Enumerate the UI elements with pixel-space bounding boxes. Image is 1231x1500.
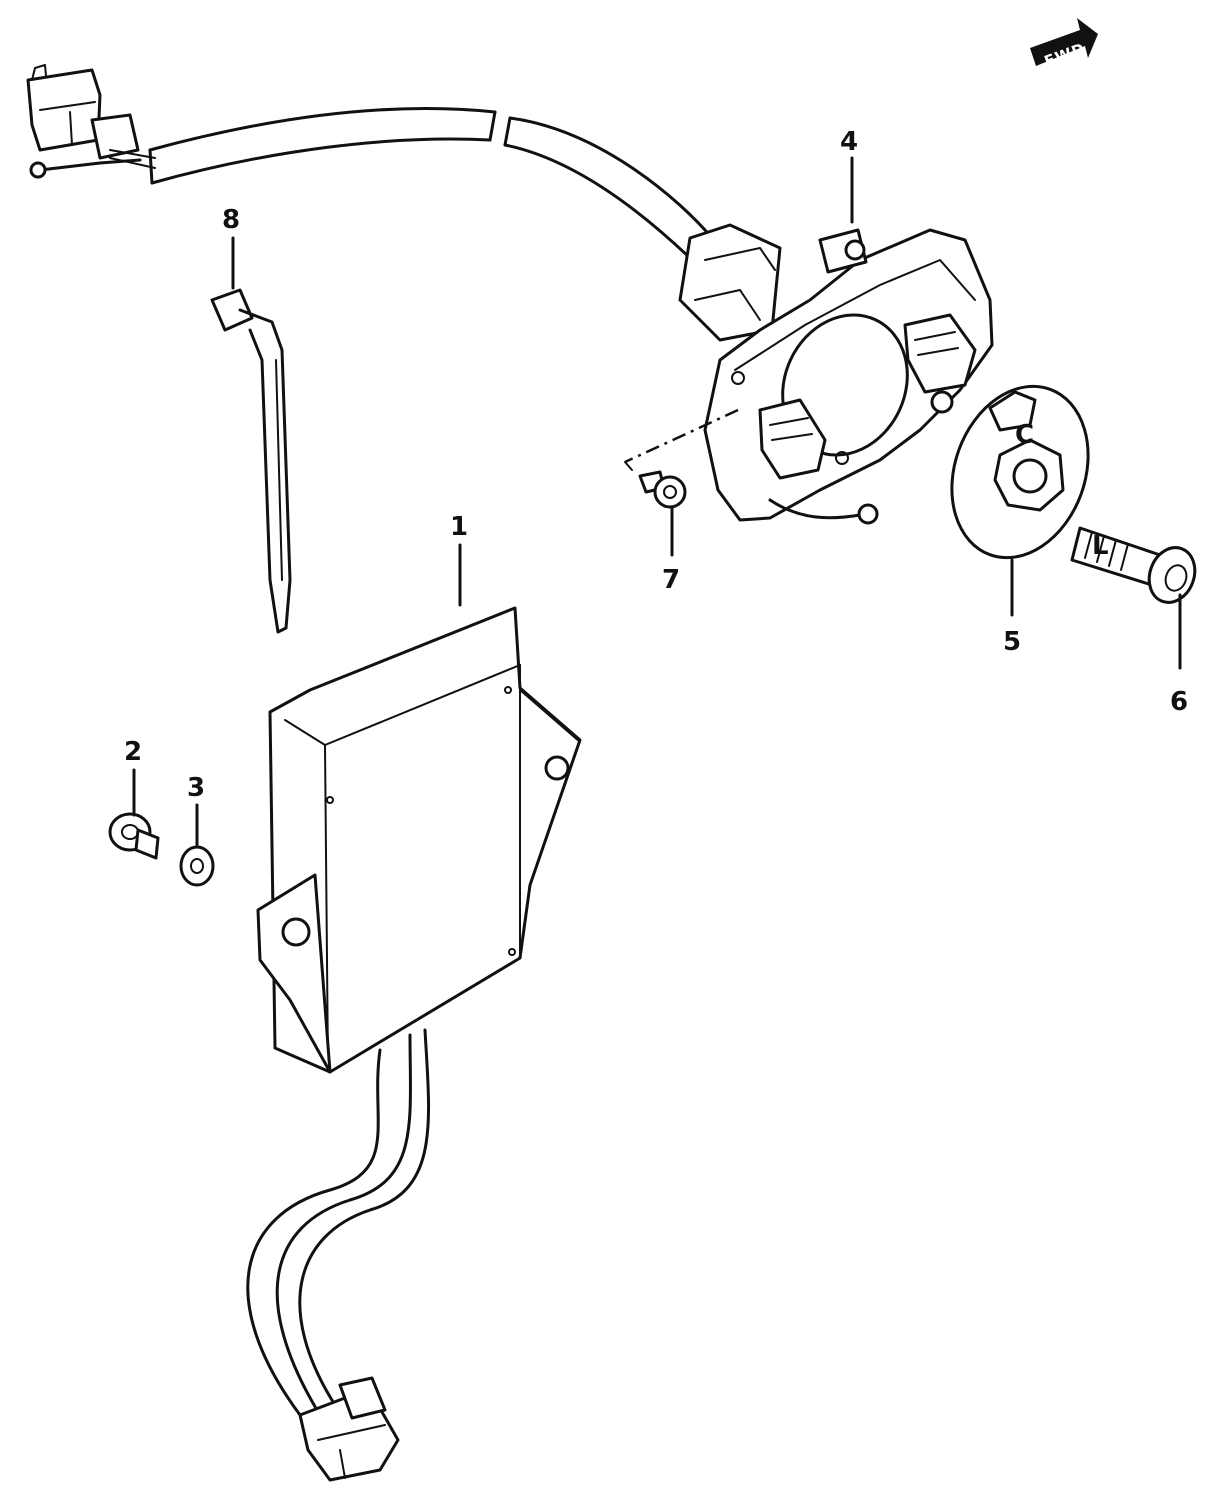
upper-wire-harness [26, 64, 782, 342]
callout-1: 1 [450, 512, 468, 542]
bolt-part-2 [108, 812, 160, 860]
bolt-part-6: L [1070, 526, 1197, 604]
cable-tie-part-8 [210, 288, 292, 634]
leader-lines [132, 156, 1182, 848]
washer-part-3 [179, 845, 215, 887]
c-mark: C [1015, 420, 1034, 450]
fwd-direction-badge: FWD [1030, 18, 1098, 71]
callout-2: 2 [124, 737, 142, 767]
callout-7: 7 [662, 565, 680, 595]
callout-8: 8 [222, 205, 240, 235]
lower-wire-harness [246, 1028, 431, 1482]
screw-alignment-line [624, 408, 739, 464]
l-mark: L [1092, 531, 1109, 561]
cdi-unit-part-1 [256, 606, 582, 1074]
rotor-part-5: C [950, 384, 1090, 560]
callout-4: 4 [840, 127, 858, 157]
callout-3: 3 [187, 773, 205, 803]
stator-plate-assembly [703, 228, 994, 525]
callout-6: 6 [1170, 687, 1188, 717]
screw-part-7 [638, 470, 687, 509]
callout-5: 5 [1003, 627, 1021, 657]
